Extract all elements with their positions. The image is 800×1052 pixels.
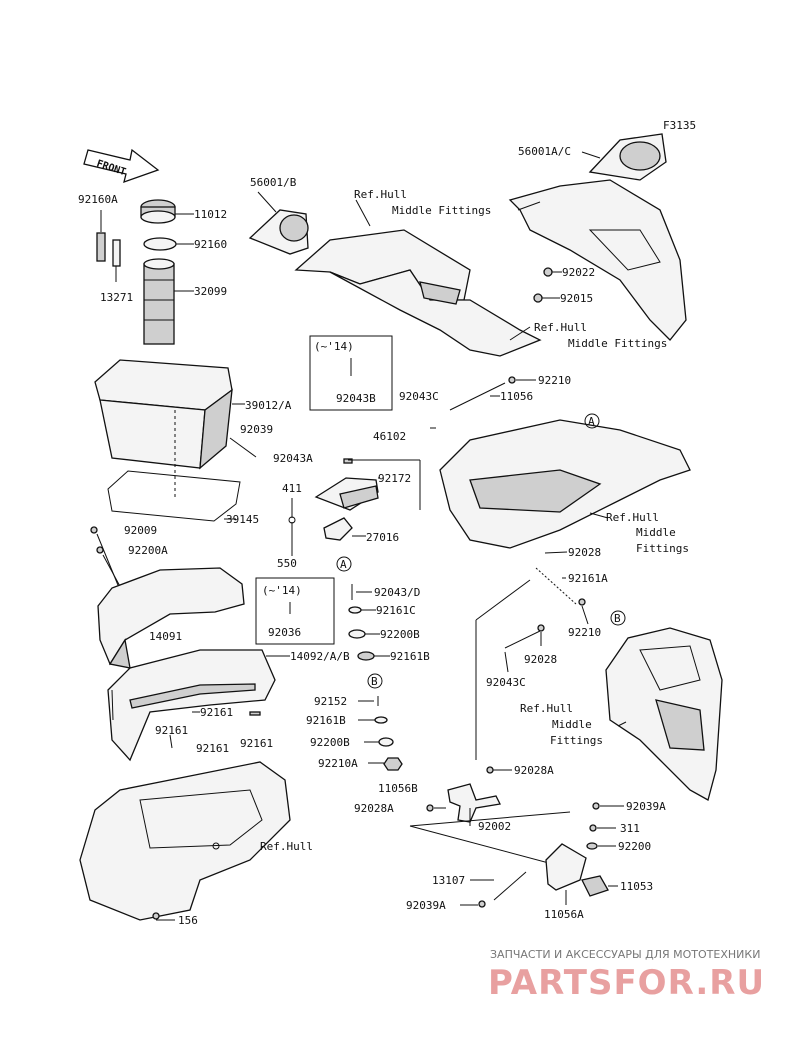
part-92161-d: 92161 — [240, 737, 273, 750]
part-92039A-2: 92039A — [406, 899, 446, 912]
part-27016: 27016 — [366, 531, 399, 544]
part-14091: 14091 — [149, 630, 182, 643]
ref-hull-mid-3a: Ref.Hull — [606, 511, 659, 524]
part-92161B-1: 92161B — [390, 650, 430, 663]
ref-hull-mid-4b: Middle — [552, 718, 592, 731]
figure-code: F3135 — [663, 119, 696, 132]
part-92015: 92015 — [560, 292, 593, 305]
lever-group — [288, 458, 421, 556]
part-92200B-1: 92200B — [380, 628, 420, 641]
part-92161-b: 92161 — [155, 724, 188, 737]
ref-hull-mid-3b: Middle — [636, 526, 676, 539]
part-92200B-2: 92200B — [310, 736, 350, 749]
part-11053: 11053 — [620, 880, 653, 893]
part-92028A-a: 92028A — [514, 764, 554, 777]
callout-B-2 — [610, 610, 626, 626]
part-92009: 92009 — [124, 524, 157, 537]
ref-hull-mid-1b: Middle Fittings — [392, 204, 491, 217]
part-13271: 13271 — [100, 291, 133, 304]
part-92039A-1: 92039A — [626, 800, 666, 813]
leader-line — [475, 579, 531, 621]
part-92161A: 92161A — [568, 572, 608, 585]
part-32099: 32099 — [194, 285, 227, 298]
inset-box-92043B — [309, 335, 393, 411]
part-92160A: 92160A — [78, 193, 118, 206]
part-92043C-1: 92043C — [399, 390, 439, 403]
part-92036: 92036 — [268, 626, 301, 639]
part-56001AC: 56001A/C — [518, 145, 571, 158]
part-92161B-2: 92161B — [306, 714, 346, 727]
part-92028-a: 92028 — [568, 546, 601, 559]
part-92043C-2: 92043C — [486, 676, 526, 689]
glove-box-group — [79, 526, 291, 921]
part-92028-b: 92028 — [524, 653, 557, 666]
part-92039: 92039 — [240, 423, 273, 436]
part-56001B: 56001/B — [250, 176, 297, 189]
part-92002: 92002 — [478, 820, 511, 833]
part-92210-a: 92210 — [538, 374, 571, 387]
part-156: 156 — [178, 914, 198, 927]
hardware-stack — [348, 584, 390, 661]
part-311: 311 — [620, 822, 640, 835]
part-92043A: 92043A — [273, 452, 313, 465]
part-11056A: 11056A — [544, 908, 584, 921]
right-panel-group — [508, 133, 687, 341]
part-46102: 46102 — [373, 430, 406, 443]
part-11056B: 11056B — [378, 782, 418, 795]
ref-hull-mid-3c: Fittings — [636, 542, 689, 555]
part-411: 411 — [282, 482, 302, 495]
part-39145: 39145 — [226, 513, 259, 526]
watermark-brand: PARTSFOR.RU — [488, 963, 765, 1003]
ref-hull-mid-4a: Ref.Hull — [520, 702, 573, 715]
part-11012: 11012 — [194, 208, 227, 221]
part-550: 550 — [277, 557, 297, 570]
callout-A-label-1: A — [340, 558, 347, 571]
part-92210-b: 92210 — [568, 626, 601, 639]
callout-B-label-2: B — [614, 612, 621, 625]
ref-hull-mid-1a: Ref.Hull — [354, 188, 407, 201]
hull-fitting-b-group — [605, 627, 723, 801]
part-92161-a: 92161 — [200, 706, 233, 719]
part-92210A: 92210A — [318, 757, 358, 770]
part-92200A: 92200A — [128, 544, 168, 557]
part-39012A: 39012/A — [245, 399, 292, 412]
inset-note-2: (~'14) — [262, 584, 302, 597]
hardware-stack-2 — [358, 696, 403, 771]
rod-deck-group — [430, 376, 691, 673]
inset-box-92036 — [255, 577, 335, 645]
callout-B-label-1: B — [371, 675, 378, 688]
part-92161C: 92161C — [376, 604, 416, 617]
inset-note-1: (~'14) — [314, 340, 354, 353]
part-92161-c: 92161 — [196, 742, 229, 755]
mirror-panel-group — [248, 191, 542, 357]
part-14092AB: 14092/A/B — [290, 650, 350, 663]
ref-hull: Ref.Hull — [260, 840, 313, 853]
part-92043D: 92043/D — [374, 586, 420, 599]
front-arrow-icon: FRONT — [83, 148, 160, 184]
part-92160: 92160 — [194, 238, 227, 251]
part-92200: 92200 — [618, 840, 651, 853]
part-13107: 13107 — [432, 874, 465, 887]
part-92152: 92152 — [314, 695, 347, 708]
ref-hull-mid-4c: Fittings — [550, 734, 603, 747]
part-92022: 92022 — [562, 266, 595, 279]
callout-A-2 — [584, 413, 600, 429]
ref-hull-mid-2a: Ref.Hull — [534, 321, 587, 334]
callout-B-1 — [367, 673, 383, 689]
lock-hinge-group — [409, 766, 624, 908]
callout-A-label-2: A — [588, 415, 595, 428]
watermark-tagline: ЗАПЧАСТИ И АКСЕССУАРЫ ДЛЯ МОТОТЕХНИКИ — [490, 948, 760, 961]
part-92172: 92172 — [378, 472, 411, 485]
part-92043B: 92043B — [336, 392, 376, 405]
part-11056: 11056 — [500, 390, 533, 403]
part-92028A-b: 92028A — [354, 802, 394, 815]
ref-hull-mid-2b: Middle Fittings — [568, 337, 667, 350]
storage-filler-group — [94, 199, 257, 522]
callout-A-1 — [336, 556, 352, 572]
